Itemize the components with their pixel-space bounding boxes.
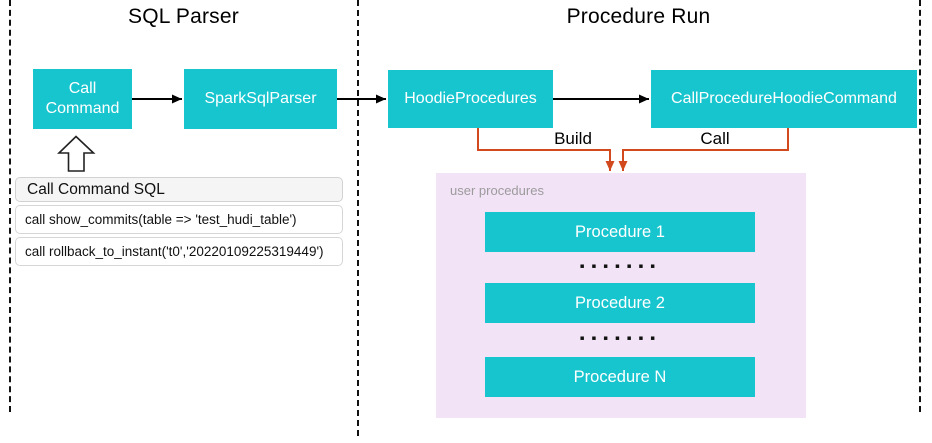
node-procedure-1: Procedure 1 bbox=[485, 212, 755, 252]
section-boundary-middle bbox=[357, 0, 359, 436]
section-title-sql-parser: SQL Parser bbox=[128, 5, 239, 28]
node-hoodie-procedures: HoodieProcedures bbox=[388, 70, 553, 128]
section-boundary-left bbox=[9, 0, 11, 412]
edge-label-call: Call bbox=[700, 129, 730, 148]
node-call-procedure-hoodie-command: CallProcedureHoodieCommand bbox=[651, 70, 917, 128]
ellipsis-dots: ▪▪▪▪▪▪▪ bbox=[579, 262, 663, 270]
ellipsis-dots: ▪▪▪▪▪▪▪ bbox=[579, 334, 663, 342]
user-procedures-container: user procedures Procedure 1 ▪▪▪▪▪▪▪ Proc… bbox=[436, 173, 806, 418]
call-command-sql-panel: Call Command SQL call show_commits(table… bbox=[15, 177, 343, 266]
sql-example-rollback-to-instant: call rollback_to_instant('t0','202201092… bbox=[15, 237, 343, 266]
node-spark-sql-parser: SparkSqlParser bbox=[184, 69, 337, 129]
node-call-command: Call Command bbox=[33, 69, 132, 129]
section-title-procedure-run: Procedure Run bbox=[566, 5, 711, 28]
section-boundary-right bbox=[919, 0, 921, 412]
user-procedures-label: user procedures bbox=[450, 183, 544, 198]
node-procedure-n: Procedure N bbox=[485, 357, 755, 397]
hollow-up-arrow-sql-to-callcommand bbox=[57, 135, 96, 172]
node-procedure-2: Procedure 2 bbox=[485, 283, 755, 323]
sql-panel-title: Call Command SQL bbox=[15, 177, 343, 202]
sql-example-show-commits: call show_commits(table => 'test_hudi_ta… bbox=[15, 205, 343, 234]
edge-label-build: Build bbox=[554, 129, 592, 148]
